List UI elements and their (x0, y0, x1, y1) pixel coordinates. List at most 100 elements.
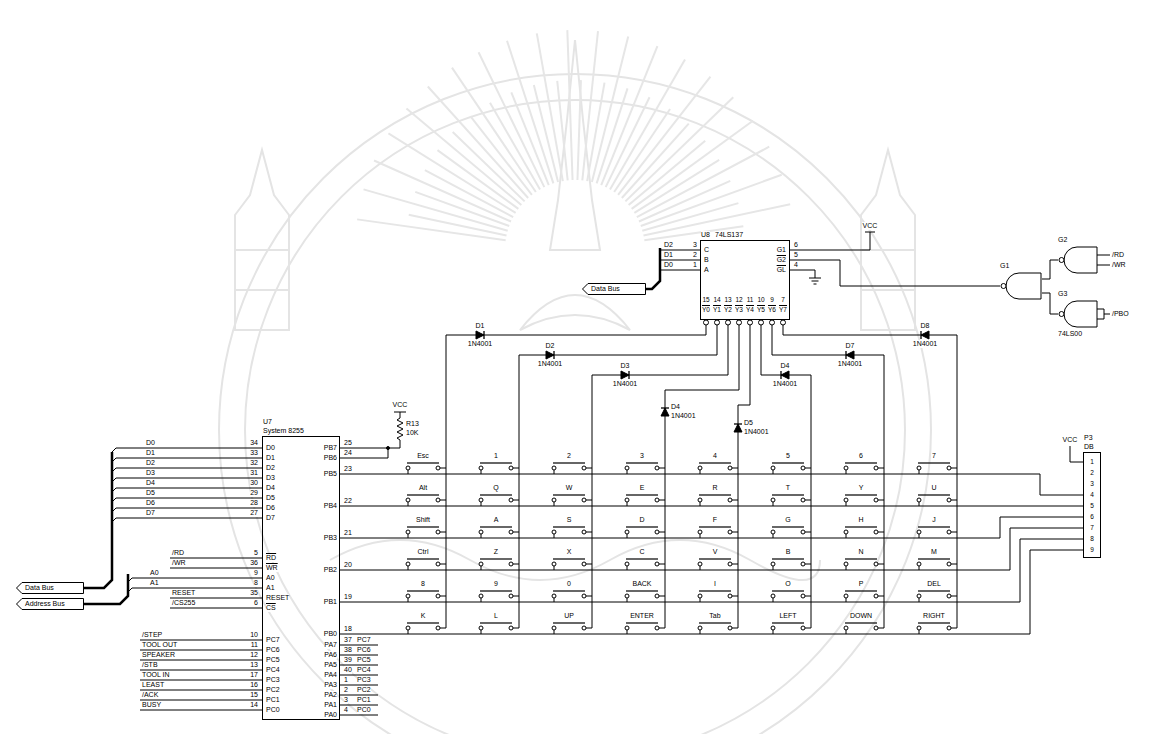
pin-name: PB7 (324, 444, 337, 452)
switch-lead (627, 502, 628, 506)
pin-name: PC0 (266, 706, 280, 714)
switch-contact (917, 498, 921, 502)
switch-lead (586, 500, 592, 501)
switch-lead (878, 628, 884, 629)
switch-actuator (845, 590, 877, 591)
part-label: DB (1084, 443, 1094, 451)
diode-label: 1N4001 (613, 380, 638, 388)
switch-lead (805, 628, 811, 629)
switch-actuator (407, 622, 439, 623)
switch-lead (554, 502, 555, 506)
switch-contact (698, 530, 702, 534)
wire (112, 518, 262, 522)
pin-number: 38 (344, 646, 352, 654)
pin-name: Y0 (702, 306, 710, 314)
switch-contact (801, 626, 805, 630)
watermark-ray (507, 41, 553, 184)
switch-contact (844, 466, 848, 470)
net-label: PC7 (357, 636, 371, 644)
pin-number: 10 (250, 631, 258, 639)
switch-contact (436, 498, 440, 502)
switch-contact (771, 562, 775, 566)
switch-lead (919, 534, 920, 538)
switch-lead (627, 598, 628, 602)
pin-name: PB4 (324, 502, 337, 510)
switch-lead (773, 470, 774, 474)
pin-name: Y7 (779, 306, 787, 314)
net-label: D5 (146, 489, 155, 497)
switch-actuator (553, 462, 585, 463)
pin-name: CS (266, 604, 276, 612)
wire (112, 458, 262, 462)
part-label: R13 (406, 420, 419, 428)
switch-lead (878, 564, 884, 565)
key-label: Z (494, 548, 498, 556)
pin-number: 4 (1090, 491, 1094, 499)
column-line (592, 325, 728, 628)
wire (112, 498, 262, 502)
pin-number: 17 (250, 671, 258, 679)
key-label: BACK (632, 580, 651, 588)
switch-contact (582, 530, 586, 534)
wire (170, 608, 262, 609)
switch-lead (878, 596, 884, 597)
pin-name: D5 (266, 494, 275, 502)
switch-contact (479, 498, 483, 502)
watermark-ring (245, 100, 905, 734)
pin-name: PC1 (266, 696, 280, 704)
switch-contact (947, 562, 951, 566)
switch-lead (627, 534, 628, 538)
bus-arrow-shape (17, 583, 84, 594)
pin-number: 23 (344, 465, 352, 473)
pin-number: 16 (250, 681, 258, 689)
net-label: PC6 (357, 646, 371, 654)
switch-lead (805, 532, 811, 533)
diode-bar (780, 371, 781, 379)
column-line (665, 325, 739, 628)
watermark-ray (642, 203, 738, 231)
watermark-ray (567, 30, 572, 180)
switch-contact (698, 594, 702, 598)
net-label: SPEAKER (142, 651, 175, 659)
switch-lead (513, 532, 519, 533)
gate-label: 74LS00 (1058, 330, 1082, 338)
switch-lead (408, 630, 409, 634)
switch-lead (732, 596, 738, 597)
net-label: A0 (150, 569, 159, 577)
wire (1097, 309, 1104, 319)
pin-name: PC2 (266, 686, 280, 694)
switch-contact (698, 562, 702, 566)
switch-contact (625, 626, 629, 630)
switch-actuator (918, 462, 950, 463)
key-label: J (932, 516, 936, 524)
pin-name: G2 (777, 256, 786, 264)
switch-contact (947, 466, 951, 470)
switch-lead (659, 596, 665, 597)
pin-name: PA4 (324, 671, 337, 679)
switch-contact (728, 594, 732, 598)
watermark-ray (629, 141, 706, 205)
switch-contact (844, 530, 848, 534)
row-line (340, 506, 1083, 507)
switch-contact (728, 626, 732, 630)
pin-name: PA6 (324, 651, 337, 659)
watermark-pagoda (861, 150, 915, 330)
switch-actuator (699, 526, 731, 527)
pin-number: 33 (250, 449, 258, 457)
switch-actuator (553, 526, 585, 527)
gate-body (1064, 301, 1097, 327)
switch-contact (844, 626, 848, 630)
switch-contact (771, 466, 775, 470)
switch-lead (481, 534, 482, 538)
wire (112, 478, 262, 482)
switch-contact (625, 466, 629, 470)
key-label: 5 (786, 452, 790, 460)
watermark-ray (637, 147, 769, 217)
pin-name: PC4 (266, 666, 280, 674)
pin-name: PB6 (324, 454, 337, 462)
switch-lead (732, 468, 738, 469)
column-line (761, 325, 811, 628)
watermark-ray (409, 215, 507, 236)
gate-body (1064, 247, 1097, 273)
pin-name: PC6 (266, 646, 280, 654)
